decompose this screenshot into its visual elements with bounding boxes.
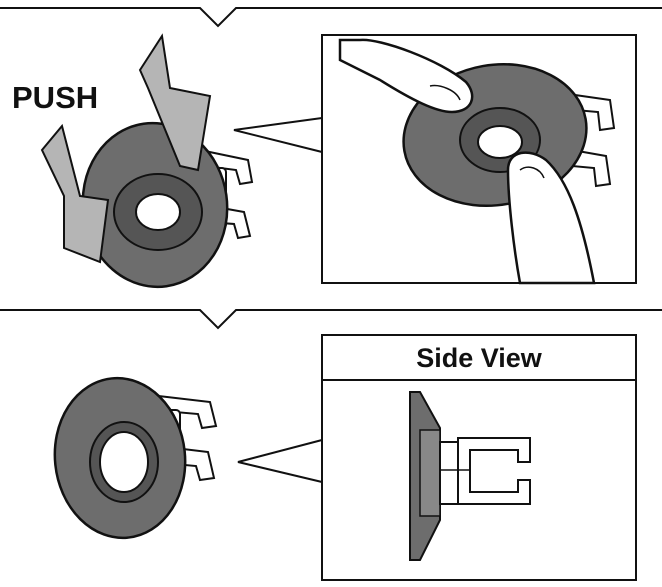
push-label: PUSH: [12, 80, 98, 115]
top-divider: [0, 8, 662, 26]
callout-pointer-2: [238, 440, 322, 482]
side-clip-body: [440, 442, 458, 504]
bottom-divider: [0, 310, 662, 328]
step-2-clip-assembly: [47, 372, 216, 545]
callout-pointer-1: [234, 118, 322, 152]
side-view-label: Side View: [416, 343, 543, 373]
clip-hole: [136, 194, 180, 230]
installed-hole: [100, 432, 148, 492]
step-1-clip-assembly: [42, 36, 252, 296]
